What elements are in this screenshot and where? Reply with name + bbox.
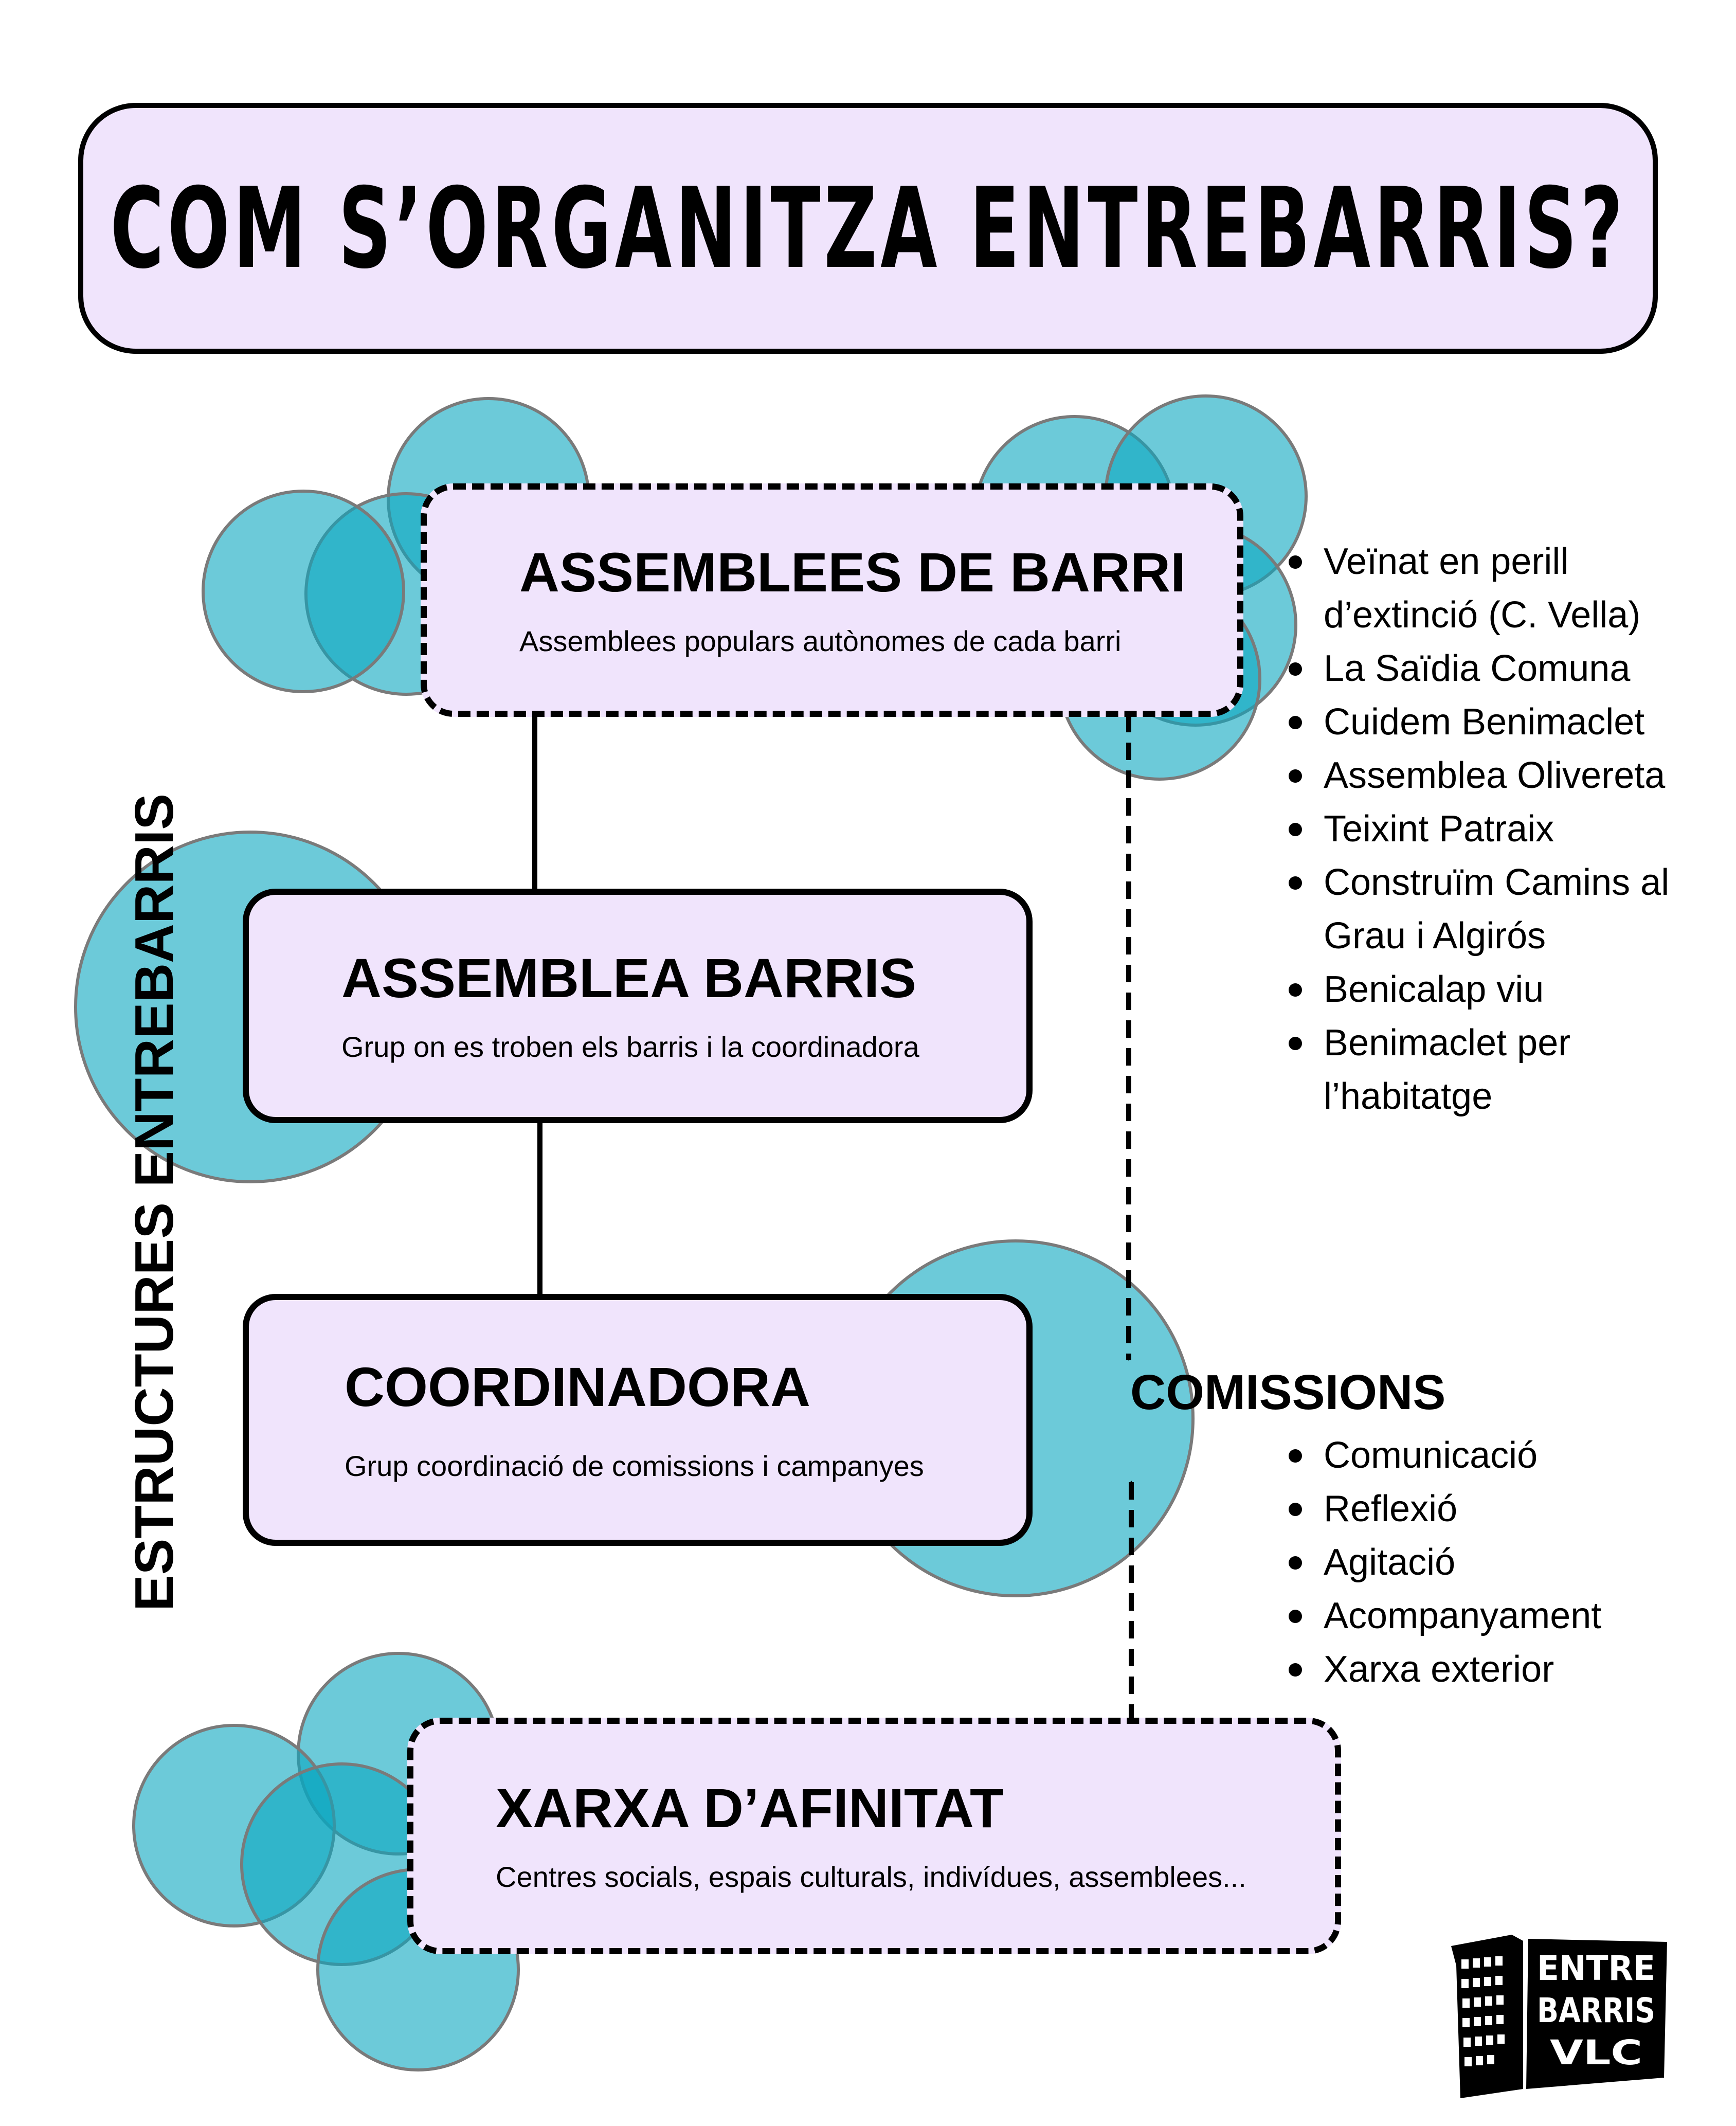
list-item: La Saïdia Comuna xyxy=(1286,642,1697,695)
list-item: Teixint Patraix xyxy=(1286,802,1697,856)
title-box: COM S’ORGANITZA ENTREBARRIS? xyxy=(78,103,1658,354)
node-coordinadora: COORDINADORA Grup coordinació de comissi… xyxy=(243,1294,1033,1546)
node-xarxa-afinitat: XARXA D’AFINITAT Centres socials, espais… xyxy=(407,1718,1341,1954)
comissions-title: COMISSIONS xyxy=(1130,1365,1446,1420)
node-title: ASSEMBLEA BARRIS xyxy=(341,946,917,1009)
list-item: Cuidem Benimaclet xyxy=(1286,695,1697,749)
comissions-list: Comunicació Reflexió Agitació Acompanyam… xyxy=(1286,1429,1697,1696)
node-assemblea-barris: ASSEMBLEA BARRIS Grup on es troben els b… xyxy=(243,889,1033,1123)
logo-line: VLC xyxy=(1550,2033,1642,2073)
node-title: COORDINADORA xyxy=(345,1355,810,1418)
list-item: Agitació xyxy=(1286,1536,1697,1589)
node-subtitle: Grup on es troben els barris i la coordi… xyxy=(341,1030,919,1063)
list-item: Benimaclet per l’habitatge xyxy=(1286,1016,1697,1123)
node-subtitle: Assemblees populars autònomes de cada ba… xyxy=(519,624,1122,657)
logo-line: ENTRE xyxy=(1537,1949,1655,1988)
list-item: Construïm Camins al Grau i Algirós xyxy=(1286,856,1697,963)
list-item: Benicalap viu xyxy=(1286,963,1697,1016)
list-item: Comunicació xyxy=(1286,1429,1697,1482)
entrebarris-logo: ENTRE BARRIS VLC xyxy=(1451,1935,1667,2098)
logo-line: BARRIS xyxy=(1537,1991,1655,2030)
node-subtitle: Centres socials, espais culturals, indiv… xyxy=(496,1860,1246,1893)
list-item: Reflexió xyxy=(1286,1482,1697,1536)
building-icon xyxy=(1451,1935,1667,2098)
node-subtitle: Grup coordinació de comissions i campany… xyxy=(345,1449,924,1482)
side-label: ESTRUCTURES ENTREBARRIS xyxy=(124,793,185,1611)
node-assemblees-de-barri: ASSEMBLEES DE BARRI Assemblees populars … xyxy=(421,483,1243,717)
node-title: ASSEMBLEES DE BARRI xyxy=(519,540,1186,603)
list-item: Veïnat en perill d’extinció (C. Vella) xyxy=(1286,535,1697,642)
barris-list: Veïnat en perill d’extinció (C. Vella) L… xyxy=(1286,535,1697,1123)
list-item: Xarxa exterior xyxy=(1286,1643,1697,1696)
page-title: COM S’ORGANITZA ENTREBARRIS? xyxy=(110,164,1626,293)
list-item: Assemblea Olivereta xyxy=(1286,749,1697,802)
connectors xyxy=(532,715,1134,1722)
node-title: XARXA D’AFINITAT xyxy=(496,1776,1004,1839)
decor-circle xyxy=(202,490,405,693)
list-item: Acompanyament xyxy=(1286,1589,1697,1643)
